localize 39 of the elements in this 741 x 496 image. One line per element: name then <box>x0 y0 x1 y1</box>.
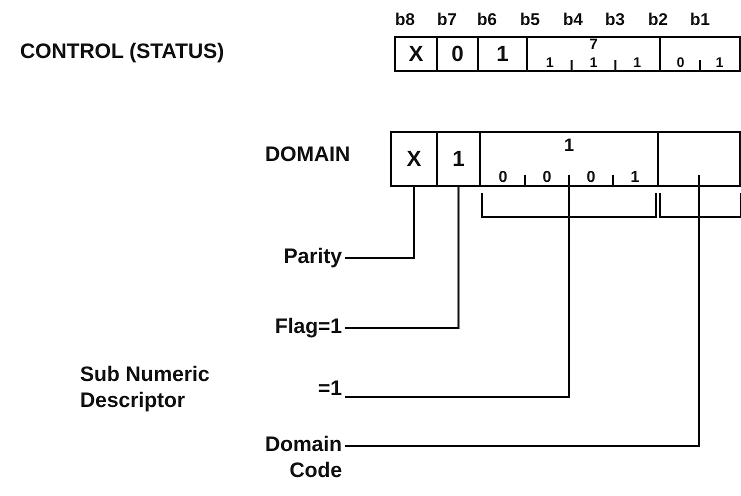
field-label: Parity <box>240 244 342 272</box>
bit-field-cell <box>657 131 741 187</box>
bit-value: 1 <box>630 170 640 185</box>
bit-cell: X <box>394 36 438 72</box>
bit-cell: 0 <box>436 36 479 72</box>
bit-label: b8 <box>395 10 415 30</box>
bit-field-cell <box>526 36 661 72</box>
bit-value: 0 <box>542 170 552 185</box>
bit-value: 0 <box>676 55 686 70</box>
field-label: Sub Numeric Descriptor <box>80 362 211 414</box>
bit-label: b6 <box>477 10 497 30</box>
field-value: 7 <box>588 37 599 53</box>
bit-label: b4 <box>563 10 583 30</box>
bit-field-cell <box>479 131 659 187</box>
leader-line <box>345 187 460 329</box>
bit-label: b1 <box>690 10 710 30</box>
bit-value: 0 <box>586 170 596 185</box>
leader-line <box>345 187 700 447</box>
bit-value: 1 <box>588 55 598 70</box>
bit-label: b2 <box>648 10 668 30</box>
bit-value: 1 <box>544 55 555 70</box>
bit-label: b5 <box>520 10 540 30</box>
field-value: 1 <box>562 137 575 153</box>
bit-label: b3 <box>605 10 625 30</box>
field-label: =1 <box>318 376 342 402</box>
bit-cell: 1 <box>477 36 528 72</box>
bit-value: 0 <box>498 170 508 185</box>
leader-line <box>345 187 570 398</box>
bit-label: b7 <box>437 10 457 30</box>
leader-line <box>345 187 415 259</box>
field-label: Flag=1 <box>230 314 342 342</box>
row-label: DOMAIN <box>265 143 350 167</box>
bit-value: 1 <box>632 55 642 70</box>
bit-value: 1 <box>714 55 724 70</box>
field-label: Domain Code <box>220 432 342 488</box>
bit-field-cell <box>659 36 741 72</box>
bit-cell: X <box>390 131 438 187</box>
bit-cell: 1 <box>436 131 481 187</box>
row-label: CONTROL (STATUS) <box>20 40 224 64</box>
